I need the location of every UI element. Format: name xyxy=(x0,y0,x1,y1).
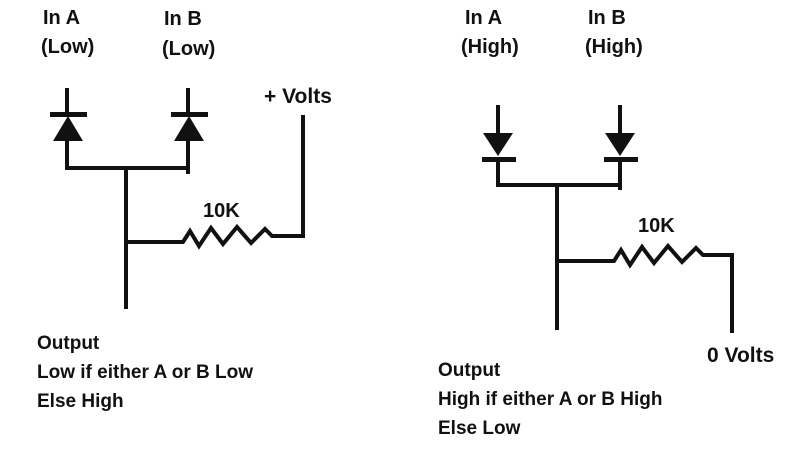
right-output-title: Output xyxy=(438,360,501,381)
right-input-a-label: In A xyxy=(465,7,502,29)
left-supply-label: + Volts xyxy=(264,85,332,108)
right-resistor-label: 10K xyxy=(638,215,675,237)
diode-cathode-bar xyxy=(50,112,87,117)
right-resistor-icon xyxy=(557,242,732,269)
left-output-else: Else High xyxy=(37,391,124,412)
left-resistor-icon xyxy=(126,223,303,250)
left-resistor-label: 10K xyxy=(203,200,240,222)
left-input-b-state: (Low) xyxy=(162,38,215,60)
diode-anode-triangle xyxy=(174,116,204,141)
left-input-b-label: In B xyxy=(164,8,202,30)
left-output-rule: Low if either A or B Low xyxy=(37,362,253,383)
right-circuit: In A (High) In B (High) xyxy=(438,7,774,439)
diode-anode-triangle xyxy=(605,133,635,156)
right-input-b-label: In B xyxy=(588,7,626,29)
left-output-title: Output xyxy=(37,333,100,354)
right-supply-label: 0 Volts xyxy=(707,344,774,367)
left-input-a-state: (Low) xyxy=(41,36,94,58)
right-diode-a-icon xyxy=(482,105,516,187)
diode-cathode-bar xyxy=(604,157,638,162)
diode-cathode-bar xyxy=(171,112,208,117)
diode-anode-triangle xyxy=(53,116,83,141)
diode-anode-triangle xyxy=(483,133,513,156)
left-circuit: In A (Low) In B (Low) xyxy=(37,7,332,412)
left-input-a-label: In A xyxy=(43,7,80,29)
right-input-b-state: (High) xyxy=(585,36,643,58)
left-diode-a-icon xyxy=(50,88,87,170)
left-diode-b-icon xyxy=(171,88,208,174)
right-diode-b-icon xyxy=(604,105,638,190)
right-input-a-state: (High) xyxy=(461,36,519,58)
diode-cathode-bar xyxy=(482,157,516,162)
right-output-rule: High if either A or B High xyxy=(438,389,662,410)
right-output-else: Else Low xyxy=(438,418,521,439)
